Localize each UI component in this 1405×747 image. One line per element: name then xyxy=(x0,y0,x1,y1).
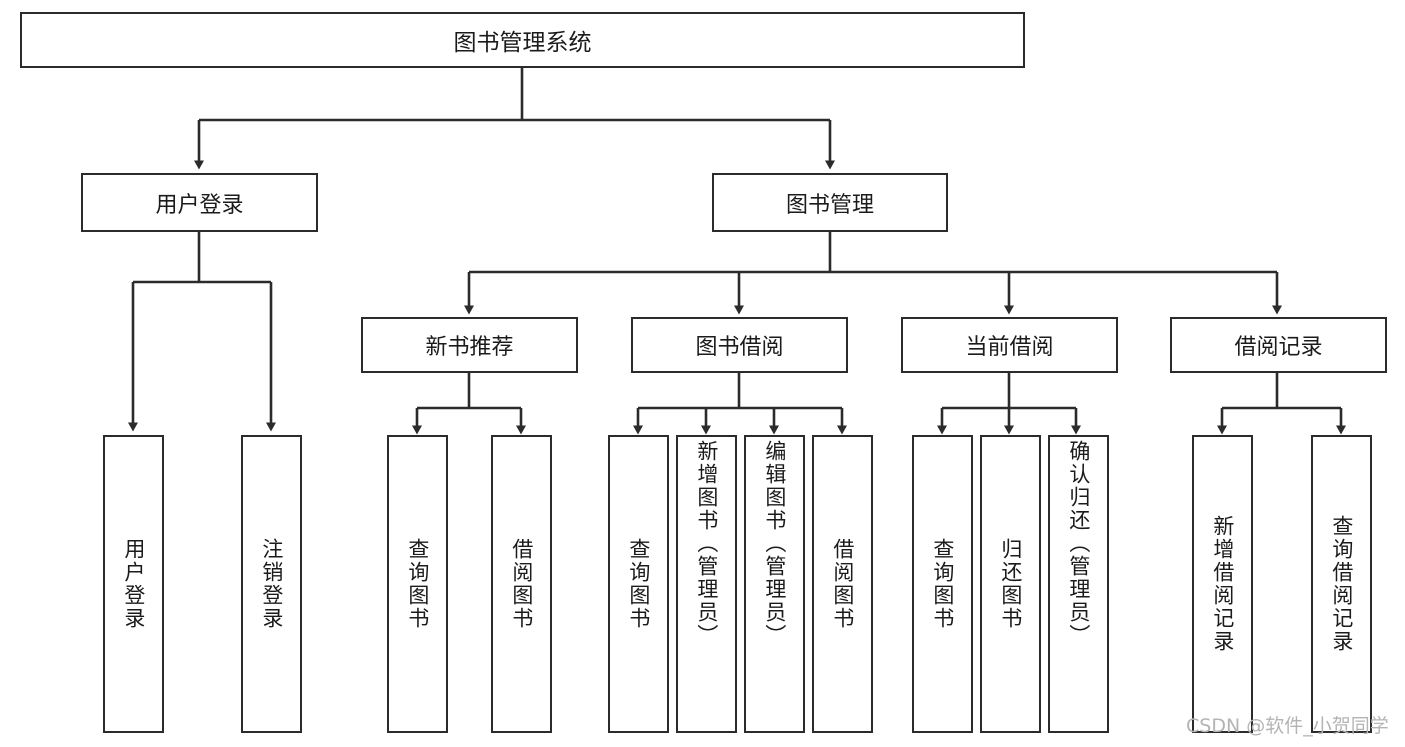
node-book-management[interactable]: 图书管理 xyxy=(712,173,948,232)
leaf-return-book[interactable]: 归还图书 xyxy=(980,435,1041,733)
leaf-user-login[interactable]: 用户登录 xyxy=(103,435,164,733)
leaf-return-book-label: 归还图书 xyxy=(998,538,1023,630)
leaf-borrow-book-1[interactable]: 借阅图书 xyxy=(491,435,552,733)
leaf-borrow-book-2[interactable]: 借阅图书 xyxy=(812,435,873,733)
node-new-book-recommend-label: 新书推荐 xyxy=(425,335,514,360)
leaf-borrow-book-1-label: 借阅图书 xyxy=(509,538,534,630)
node-user-login[interactable]: 用户登录 xyxy=(81,173,318,232)
node-borrow-record[interactable]: 借阅记录 xyxy=(1170,317,1387,373)
watermark-text: CSDN @软件_小贺同学 xyxy=(1186,715,1389,737)
leaf-query-book-3-label: 查询图书 xyxy=(930,538,955,630)
leaf-add-book-label: 新增图书（管理员） xyxy=(694,440,719,647)
leaf-add-book[interactable]: 新增图书（管理员） xyxy=(676,435,737,733)
node-root[interactable]: 图书管理系统 xyxy=(20,12,1025,68)
node-root-label: 图书管理系统 xyxy=(453,30,592,56)
leaf-query-book-2[interactable]: 查询图书 xyxy=(608,435,669,733)
leaf-borrow-book-2-label: 借阅图书 xyxy=(830,538,855,630)
leaf-query-book-1-label: 查询图书 xyxy=(405,538,430,630)
leaf-query-book-2-label: 查询图书 xyxy=(626,538,651,630)
node-book-borrow-label: 图书借阅 xyxy=(695,335,784,360)
leaf-confirm-return-label: 确认归还（管理员） xyxy=(1066,440,1091,647)
leaf-edit-book[interactable]: 编辑图书（管理员） xyxy=(744,435,805,733)
node-new-book-recommend[interactable]: 新书推荐 xyxy=(361,317,578,373)
node-current-borrow-label: 当前借阅 xyxy=(965,335,1054,360)
leaf-add-record[interactable]: 新增借阅记录 xyxy=(1192,435,1253,733)
leaf-query-record-label: 查询借阅记录 xyxy=(1329,515,1354,653)
node-book-borrow[interactable]: 图书借阅 xyxy=(631,317,848,373)
node-current-borrow[interactable]: 当前借阅 xyxy=(901,317,1118,373)
leaf-edit-book-label: 编辑图书（管理员） xyxy=(762,440,787,647)
leaf-user-login-label: 用户登录 xyxy=(121,538,146,630)
node-borrow-record-label: 借阅记录 xyxy=(1234,335,1323,360)
leaf-query-book-1[interactable]: 查询图书 xyxy=(387,435,448,733)
leaf-query-book-3[interactable]: 查询图书 xyxy=(912,435,973,733)
leaf-add-record-label: 新增借阅记录 xyxy=(1210,515,1235,653)
leaf-confirm-return[interactable]: 确认归还（管理员） xyxy=(1048,435,1109,733)
node-book-management-label: 图书管理 xyxy=(785,192,874,218)
leaf-user-logout[interactable]: 注销登录 xyxy=(241,435,302,733)
node-user-login-label: 用户登录 xyxy=(155,192,244,218)
leaf-user-logout-label: 注销登录 xyxy=(259,538,284,630)
leaf-query-record[interactable]: 查询借阅记录 xyxy=(1311,435,1372,733)
